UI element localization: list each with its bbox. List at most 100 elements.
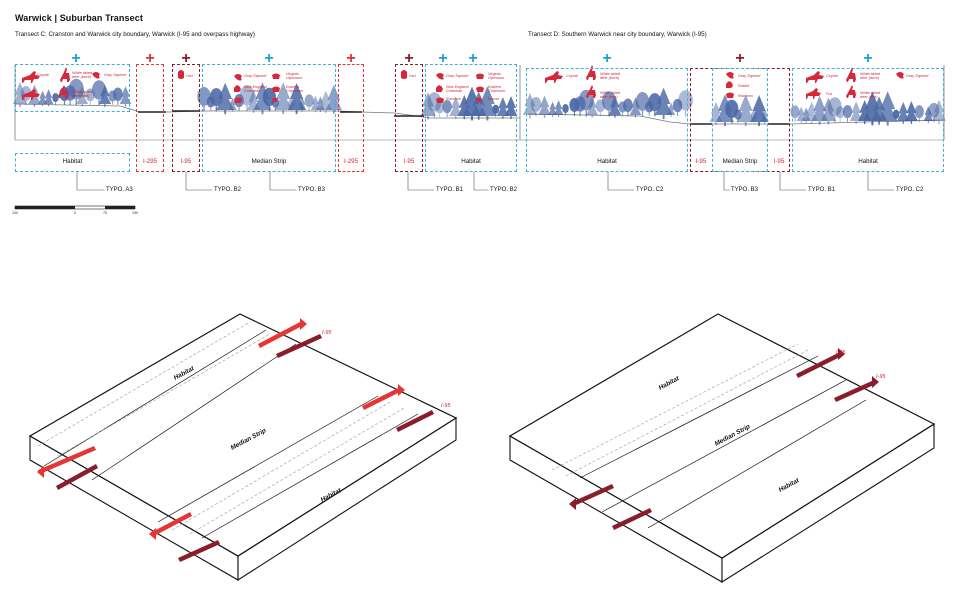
zone-median-c <box>202 64 336 172</box>
raccoon-icon <box>436 97 444 103</box>
label-i295-c-right: I-295 <box>343 158 359 165</box>
page-title: Warwick | Suburban Transect <box>15 13 143 23</box>
rabbit-icon <box>726 81 733 88</box>
label-opossum-c3: Virginia Opossum <box>488 72 505 81</box>
transect-d-subtitle: Transect D: Southern Warwick near city b… <box>528 31 707 38</box>
label-deer-d1: White-tailed deer (buck) <box>600 72 621 81</box>
typology-b3-d: TYPO. B3 <box>731 187 759 193</box>
coyote-icon <box>545 71 563 83</box>
label-rabbit-d: Rabbit <box>738 84 749 88</box>
deer-icon <box>586 65 596 80</box>
label-i95-d-left: I-95 <box>695 158 707 165</box>
fox-icon <box>806 88 821 99</box>
typology-a3: TYPO. A3 <box>106 187 133 193</box>
label-median-d: Median Strip <box>722 158 758 165</box>
zone-habitat-c2 <box>425 64 517 172</box>
label-coyote-d1: Coyote <box>566 74 579 78</box>
scale-label-75: 75 <box>103 211 107 215</box>
raccoon-icon <box>234 97 242 103</box>
chipmunk-icon <box>272 86 280 92</box>
scale-label-0: 0 <box>74 211 76 215</box>
label-squirrel-c2: Gray Squirrel <box>244 74 267 78</box>
scale-bar <box>14 205 136 210</box>
label-chipmunk-c3: Eastern Chipmunk <box>488 85 506 94</box>
typology-b1-d: TYPO. B1 <box>808 187 836 193</box>
scale-label-150: 150 <box>132 211 138 215</box>
label-i95-c-left: I-95 <box>180 158 192 165</box>
zone-habitat-d1 <box>526 68 688 172</box>
label-squirrel-d: Gray Squirrel <box>738 74 761 78</box>
label-raccoon-c3: Raccoon <box>446 97 461 101</box>
axonometric-block-d <box>508 313 936 583</box>
axo-d-i95-label-top: I-95 <box>836 350 846 356</box>
label-opossum-c2: Virginia Opossum <box>286 72 303 81</box>
label-raccoon-d: Raccoon <box>738 94 753 98</box>
label-habitat-d2: Habitat <box>858 158 878 165</box>
owl-icon <box>178 70 184 79</box>
deer-icon <box>586 85 596 98</box>
label-fox-d2: Fox <box>826 92 833 96</box>
animal-silhouettes <box>22 65 904 103</box>
label-i95-d-right: I-95 <box>773 158 785 165</box>
plus-icon-habitat-c2b: + <box>468 50 478 67</box>
label-deer-doe-d1: White-tailed deer (doe) <box>600 91 621 100</box>
zone-median-d <box>712 68 768 172</box>
cottontail-icon <box>234 85 241 92</box>
axonometric-block-c <box>28 313 458 582</box>
label-cottontail-c2: New England Cottontail <box>244 85 267 94</box>
typology-c2-d2: TYPO. C2 <box>896 187 924 193</box>
plus-icon-i295-left: + <box>145 50 155 67</box>
axo-c-i95-label-right: I-95 <box>441 403 451 409</box>
raccoon-icon <box>726 92 734 98</box>
typology-b1-c: TYPO. B1 <box>436 187 464 193</box>
label-chipmunk-c2: Eastern Chipmunk <box>286 85 304 94</box>
chipmunk-icon <box>476 86 484 92</box>
plus-icon-i295-right: + <box>346 50 356 67</box>
plus-icon-i95-left: + <box>181 50 191 67</box>
plus-icon-habitat-c1: + <box>71 50 81 67</box>
label-squirrel-c3: Gray Squirrel <box>446 74 469 78</box>
label-coyote: Coyote <box>37 73 50 77</box>
zone-i295-c-left <box>136 64 164 172</box>
plus-icon-habitat-d1: + <box>602 50 612 67</box>
zone-i95-c-right <box>395 64 423 172</box>
typology-leaders <box>76 172 894 191</box>
typology-c2-d1: TYPO. C2 <box>636 187 664 193</box>
zone-habitat-d2 <box>792 68 944 172</box>
coyote-icon <box>806 71 824 83</box>
label-squirrel: Gray Squirrel <box>104 73 127 77</box>
opossum-icon <box>272 73 280 79</box>
zone-i295-c-right <box>338 64 364 172</box>
label-coyote-d2: Coyote <box>826 74 839 78</box>
owl-icon <box>401 70 407 79</box>
deer-icon <box>846 67 856 82</box>
plus-icon-i95-d: + <box>735 50 745 67</box>
squirrel-icon <box>726 72 734 79</box>
label-cottontail-c3: New England Cottontail <box>446 85 469 94</box>
plus-icon-median-c: + <box>264 50 274 67</box>
squirrel-icon <box>234 74 242 81</box>
label-deer-d2: White-tailed deer (buck) <box>860 72 881 81</box>
ground-line-d <box>527 113 945 125</box>
label-median-c: Median Strip <box>251 158 287 165</box>
mouse-icon <box>272 97 278 102</box>
plus-icon-habitat-c2a: + <box>438 50 448 67</box>
axo-d-i95-label-right: I-95 <box>876 374 886 380</box>
plus-icon-habitat-d2: + <box>863 50 873 67</box>
plus-icon-i95-right: + <box>404 50 414 67</box>
label-squirrel-d2: Gray Squirrel <box>906 74 929 78</box>
label-owl-c2: Owl <box>409 74 416 78</box>
coyote-icon <box>22 89 40 100</box>
transect-c-subtitle: Transect C: Cranston and Warwick city bo… <box>15 31 255 38</box>
mouse-icon <box>476 97 482 102</box>
typology-b2-c: TYPO. B2 <box>214 187 242 193</box>
deer-icon <box>60 67 70 82</box>
typology-b3-c: TYPO. B3 <box>298 187 326 193</box>
label-deer-doe: White-tailed deer (doe) <box>72 90 93 99</box>
squirrel-icon <box>92 72 100 79</box>
label-deer: White-tailed deer (buck) <box>72 71 93 80</box>
label-i295-c-left: I-295 <box>142 158 158 165</box>
zone-habitat-c1-top <box>15 64 130 112</box>
